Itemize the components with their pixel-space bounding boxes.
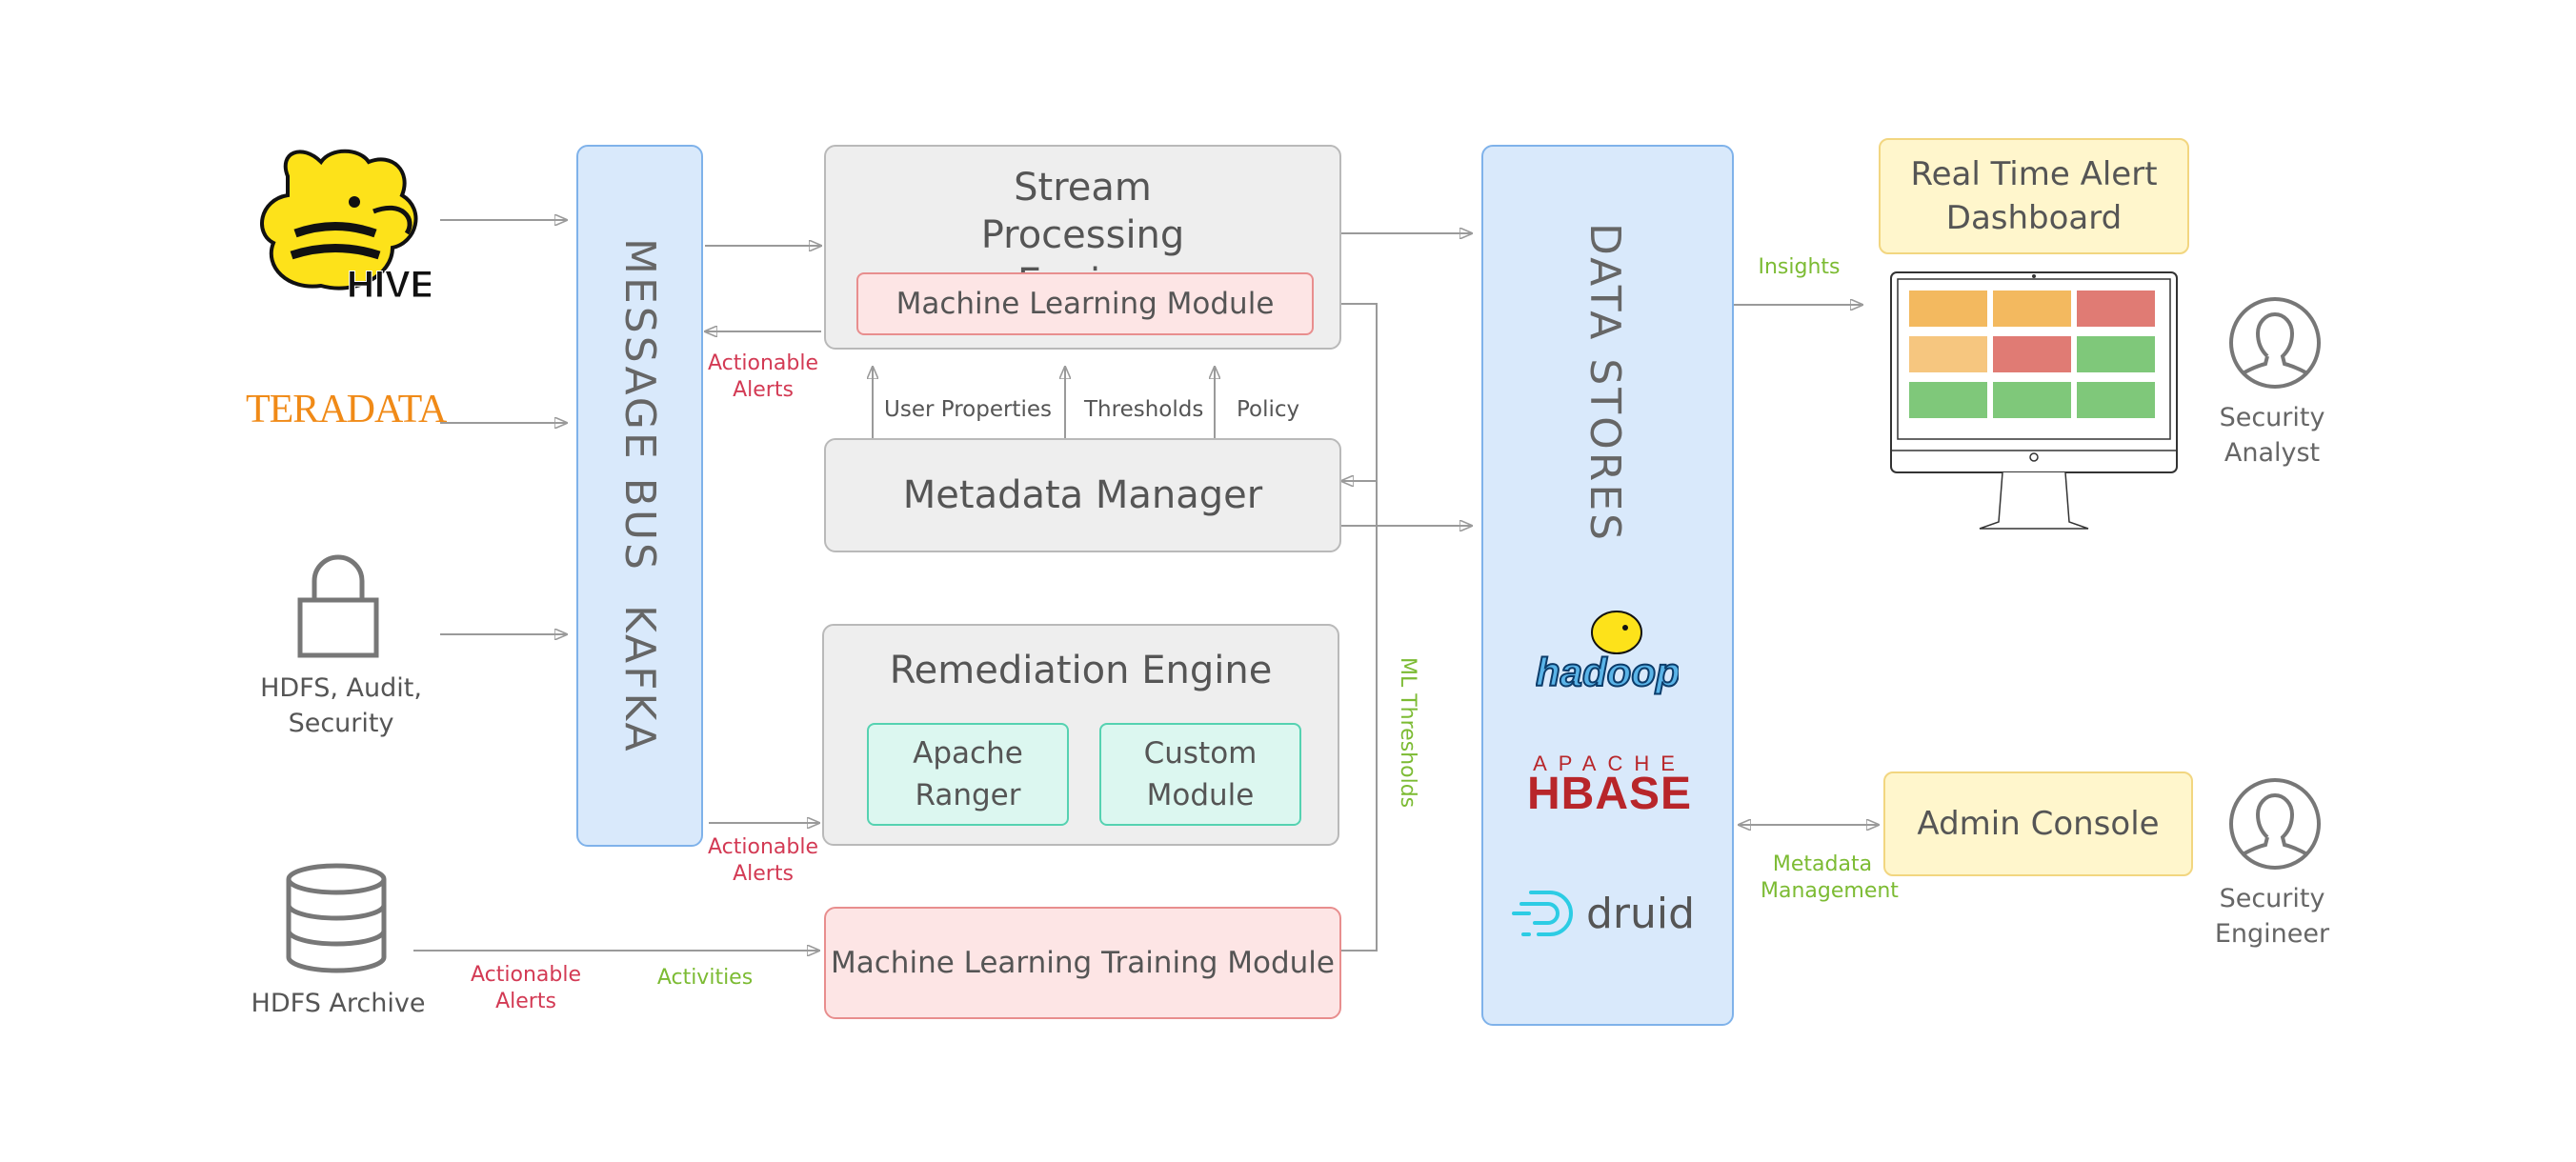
label-actionable-alerts-archive: Actionable Alerts (471, 963, 581, 1013)
teradata-logo: TERADATA (246, 388, 447, 431)
security-engineer-label: Security Engineer (2214, 884, 2330, 949)
svg-text:HIVE: HIVE (347, 264, 431, 303)
label-actionable-alerts-stream: Actionable Alerts (708, 351, 818, 402)
label-insights: Insights (1758, 255, 1841, 279)
security-analyst-label: Security Analyst (2219, 403, 2325, 468)
druid-icon (1512, 891, 1573, 936)
label-ml-thresholds: ML Thresholds (1396, 657, 1419, 809)
hive-logo: HIVE (260, 149, 431, 303)
remediation-title: Remediation Engine (889, 649, 1273, 692)
label-activities: Activities (656, 966, 754, 990)
line-ml-thresholds (1310, 303, 1378, 952)
data-stores: DATA STORES hadoop APACHE HBASE druid (1481, 145, 1734, 1026)
druid-logo: druid (1586, 890, 1696, 938)
label-metadata-management: Metadata Management (1761, 852, 1899, 903)
lock-icon (297, 554, 379, 658)
hbase-apache-text: APACHE (1533, 751, 1686, 775)
remediation-engine: Remediation Engine Apache Ranger Custom … (822, 624, 1339, 846)
stream-processing-engine: Stream Processing Engine Machine Learnin… (824, 145, 1341, 350)
dashboard-tile (1993, 382, 2071, 418)
message-bus-kafka: MESSAGE BUS KAFKA (576, 145, 703, 847)
hbase-logo: HBASE (1526, 769, 1693, 819)
label-actionable-alerts-remediation: Actionable Alerts (708, 835, 818, 886)
dashboard-tile (2077, 336, 2155, 372)
real-time-alert-dashboard: Real Time Alert Dashboard (1879, 138, 2189, 254)
dashboard-tile (2077, 382, 2155, 418)
dashboard-tile (2077, 290, 2155, 327)
hadoop-logo: hadoop (1536, 611, 1679, 695)
dashboard-tile (1993, 290, 2071, 327)
label-thresholds: Thresholds (1084, 397, 1204, 422)
label-user-properties: User Properties (884, 397, 1052, 422)
dashboard-tile (1909, 382, 1987, 418)
apache-ranger: Apache Ranger (867, 723, 1069, 826)
ml-training-module: Machine Learning Training Module (824, 907, 1341, 1019)
label-policy: Policy (1237, 397, 1300, 422)
svg-text:hadoop: hadoop (1536, 650, 1679, 694)
message-bus-label: MESSAGE BUS KAFKA (615, 237, 664, 754)
security-engineer-icon (2229, 778, 2321, 870)
ml-module: Machine Learning Module (856, 272, 1314, 335)
dashboard-tile (1909, 336, 1987, 372)
dashboard-tile (1909, 290, 1987, 327)
monitor-icon (1890, 271, 2178, 530)
hdfs-audit-label: HDFS, Audit, Security (260, 673, 422, 738)
hdfs-archive-label: HDFS Archive (251, 989, 426, 1018)
custom-module: Custom Module (1099, 723, 1301, 826)
metadata-manager: Metadata Manager (824, 438, 1341, 552)
admin-console: Admin Console (1883, 771, 2193, 876)
database-icon (286, 863, 387, 973)
security-analyst-icon (2229, 297, 2321, 389)
data-stores-label: DATA STORES (1580, 223, 1629, 544)
dashboard-tile (1993, 336, 2071, 372)
